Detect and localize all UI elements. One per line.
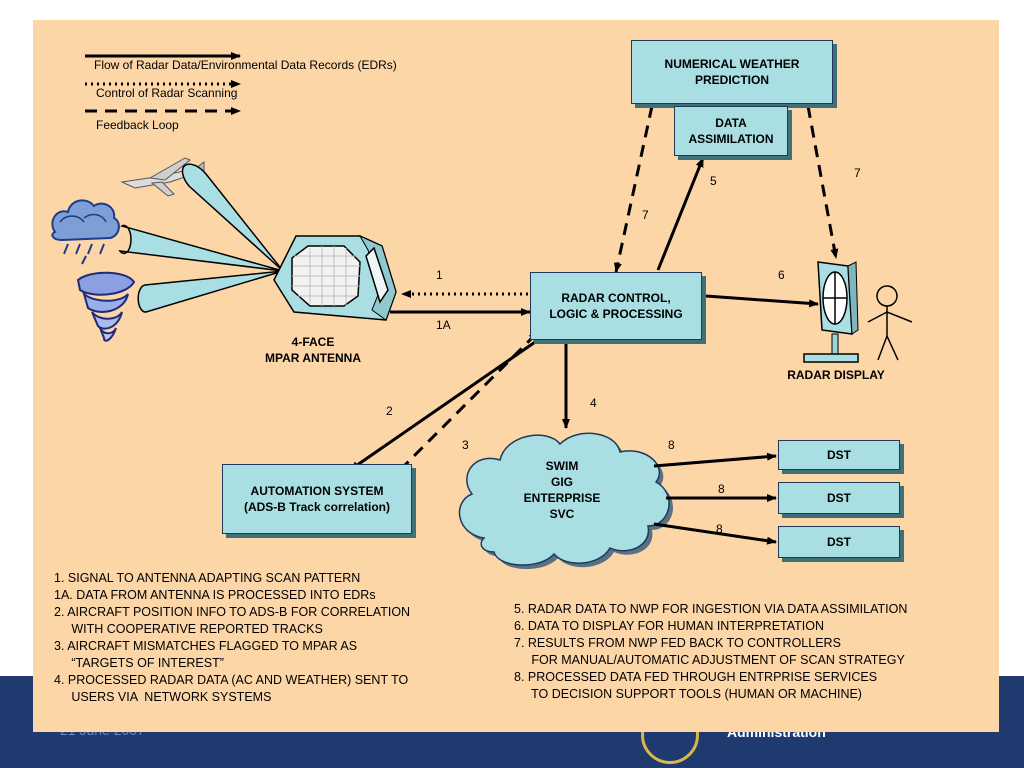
radar-display-icon <box>803 261 859 363</box>
arrow-number-8-2: 8 <box>718 482 725 496</box>
arrow-number-1a: 1A <box>436 318 451 332</box>
note-item: 1A. DATA FROM ANTENNA IS PROCESSED INTO … <box>54 588 376 602</box>
human-operator-icon <box>867 285 913 361</box>
radar-display-label: RADAR DISPLAY <box>787 368 885 382</box>
arrow-number-8-1: 8 <box>668 438 675 452</box>
note-item: 2. AIRCRAFT POSITION INFO TO ADS-B FOR C… <box>54 605 411 619</box>
note-item: 8. PROCESSED DATA FED THROUGH ENTRPRISE … <box>514 670 878 684</box>
note-item: 6. DATA TO DISPLAY FOR HUMAN INTERPRETAT… <box>514 619 825 633</box>
dst-box-2: DST <box>778 482 900 514</box>
arrow-8-dst-3 <box>653 522 777 545</box>
arrow-6-display <box>705 294 819 308</box>
note-item: 3. AIRCRAFT MISMATCHES FLAGGED TO MPAR A… <box>54 639 358 653</box>
swim-label: SWIM GIG ENTERPRISE SVC <box>523 459 601 521</box>
legend-flow-label: Flow of Radar Data/Environmental Data Re… <box>94 58 397 72</box>
notes-right: 5. RADAR DATA TO NWP FOR INGESTION VIA D… <box>514 601 907 703</box>
tornado-icon <box>76 271 136 342</box>
note-item: 1. SIGNAL TO ANTENNA ADAPTING SCAN PATTE… <box>54 571 361 585</box>
note-item: FOR MANUAL/AUTOMATIC ADJUSTMENT OF SCAN … <box>514 653 905 667</box>
arrow-8-dst-1 <box>653 452 777 468</box>
storm-cloud-icon <box>51 199 120 265</box>
arrow-number-5: 5 <box>710 174 717 188</box>
note-item: 7. RESULTS FROM NWP FED BACK TO CONTROLL… <box>514 636 841 650</box>
mpar-antenna-icon <box>273 234 397 321</box>
arrow-number-6: 6 <box>778 268 785 282</box>
legend-feedback-label: Feedback Loop <box>96 118 179 132</box>
radar-beam-middle <box>118 224 284 272</box>
dst-box-1: DST <box>778 440 900 470</box>
arrow-5-nwp <box>656 157 705 271</box>
notes-left: 1. SIGNAL TO ANTENNA ADAPTING SCAN PATTE… <box>54 570 410 706</box>
arrow-2-automation <box>349 338 539 472</box>
nwp-box: NUMERICAL WEATHER PREDICTION <box>631 40 833 104</box>
arrow-number-7-left: 7 <box>642 208 649 222</box>
arrow-number-7-right: 7 <box>854 166 861 180</box>
arrow-7-feedback-left <box>613 105 654 273</box>
note-item: WITH COOPERATIVE REPORTED TRACKS <box>54 622 323 636</box>
note-item: TO DECISION SUPPORT TOOLS (HUMAN OR MACH… <box>514 687 862 701</box>
radar-beam-upper <box>181 163 284 272</box>
arrow-number-2: 2 <box>386 404 393 418</box>
arrow-number-4: 4 <box>590 396 597 410</box>
dst-box-3: DST <box>778 526 900 558</box>
arrow-7-feedback-right <box>806 105 839 259</box>
arrow-number-8-3: 8 <box>716 522 723 536</box>
slide-panel <box>33 20 999 732</box>
note-item: USERS VIA NETWORK SYSTEMS <box>54 690 272 704</box>
note-item: 5. RADAR DATA TO NWP FOR INGESTION VIA D… <box>514 602 908 616</box>
note-item: “TARGETS OF INTEREST” <box>54 656 224 670</box>
legend-control-label: Control of Radar Scanning <box>96 86 238 100</box>
arrow-number-1: 1 <box>436 268 443 282</box>
radar-control-box: RADAR CONTROL, LOGIC & PROCESSING <box>530 272 702 340</box>
automation-system-box: AUTOMATION SYSTEM (ADS-B Track correlati… <box>222 464 412 534</box>
swim-cloud-icon <box>458 432 674 570</box>
data-assimilation-box: DATA ASSIMILATION <box>674 106 788 156</box>
arrow-3-flag <box>398 330 540 472</box>
note-item: 4. PROCESSED RADAR DATA (AC AND WEATHER)… <box>54 673 409 687</box>
antenna-label: 4-FACE MPAR ANTENNA <box>265 335 361 365</box>
arrow-number-3: 3 <box>462 438 469 452</box>
radar-beam-lower <box>137 270 284 313</box>
